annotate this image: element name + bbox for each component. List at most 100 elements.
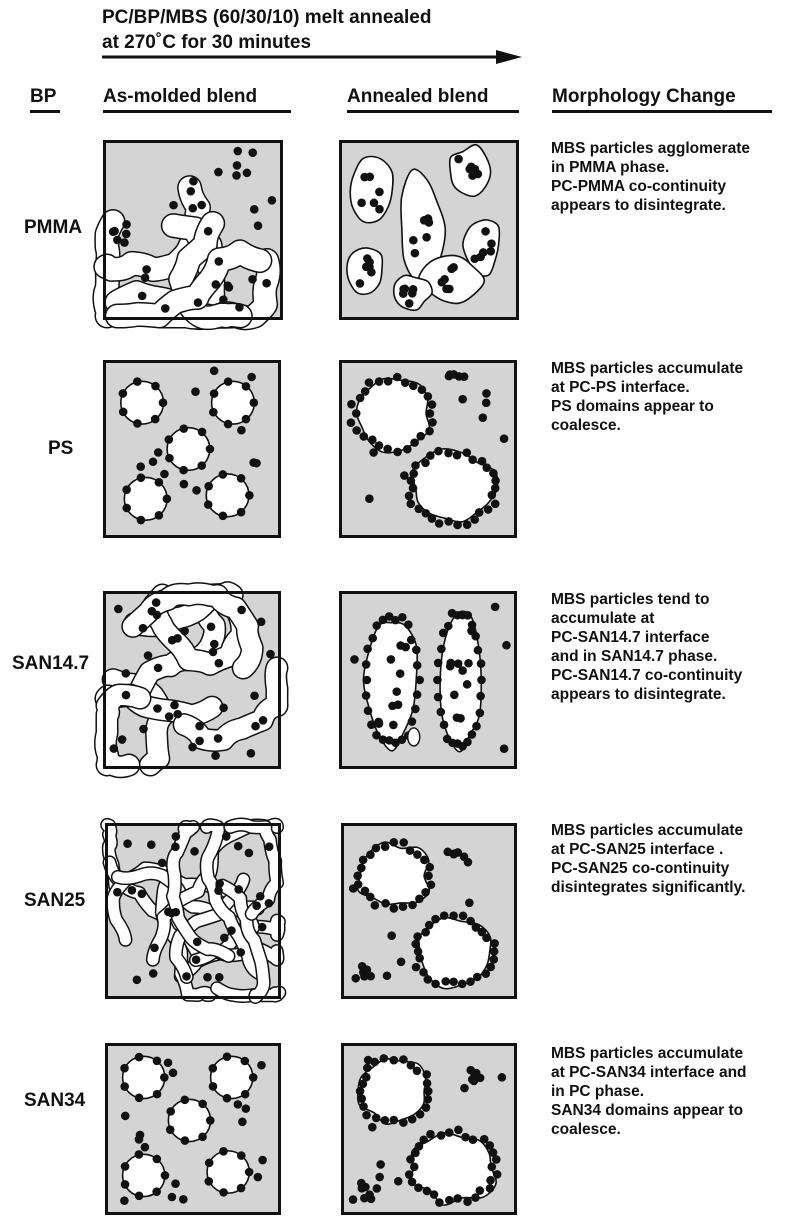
san34-as-molded-diagram [105,1043,281,1215]
mbs-particle-icon [475,508,484,517]
mbs-particle-icon [211,751,220,760]
mbs-particle-icon [459,912,468,921]
mbs-particle-icon [365,494,374,503]
mbs-particle-icon [409,236,418,245]
mbs-particle-icon [135,1093,144,1102]
mbs-particle-icon [109,744,118,753]
mbs-particle-icon [237,606,246,615]
mbs-particle-icon [365,1190,374,1199]
mbs-particle-icon [401,643,410,652]
mbs-particle-icon [422,1103,431,1112]
mbs-particle-icon [407,636,416,645]
mbs-particle-icon [434,447,443,456]
mbs-particle-icon [443,848,452,857]
mbs-particle-icon [428,400,437,409]
mbs-particle-icon [192,486,201,495]
mbs-particle-icon [419,1135,428,1144]
mbs-particle-icon [188,743,197,752]
mbs-particle-icon [468,730,477,739]
mbs-particle-icon [364,706,373,715]
description-line: appears to disintegrate. [551,685,797,704]
mbs-particle-icon [236,948,245,957]
mbs-particle-icon [479,413,488,422]
mbs-particle-icon [390,838,399,847]
mbs-particle-icon [405,299,414,308]
mbs-particle-icon [467,162,476,171]
mbs-particle-icon [482,934,491,943]
mbs-particle-icon [161,1171,170,1180]
mbs-particle-icon [367,268,376,277]
mbs-particle-icon [214,168,223,177]
mbs-particle-icon [387,931,396,940]
mbs-particle-icon [362,1111,371,1120]
mbs-particle-icon [119,408,128,417]
mbs-particle-icon [347,400,356,409]
mbs-particle-icon [477,676,486,685]
mbs-particle-icon [370,199,379,208]
mbs-particle-icon [363,676,372,685]
mbs-particle-icon [153,1057,162,1066]
mbs-particle-icon [245,491,254,500]
mbs-particle-icon [249,1073,258,1082]
mbs-particle-icon [248,275,257,284]
description-line: appears to disintegrate. [551,196,797,215]
mbs-particle-icon [133,377,142,386]
mbs-particle-icon [372,844,381,853]
mbs-particle-icon [458,395,467,404]
mbs-particle-icon [486,1184,495,1193]
mbs-particle-icon [247,373,256,382]
mbs-particle-icon [242,1104,251,1113]
mbs-particle-icon [490,939,499,948]
mbs-particle-icon [361,886,370,895]
mbs-particle-icon [482,389,491,398]
mbs-particle-icon [414,505,423,514]
mbs-particle-icon [197,461,206,470]
mbs-particle-icon [166,1125,175,1134]
mbs-particle-icon [450,690,459,699]
mbs-particle-icon [259,716,268,725]
mbs-particle-icon [467,627,476,636]
mbs-particle-icon [210,389,219,398]
pmma-as-molded-diagram [103,140,283,320]
mbs-particle-icon [164,908,173,917]
mbs-particle-icon [463,680,472,689]
mbs-particle-icon [460,1084,469,1093]
mbs-particle-icon [248,148,257,157]
description-line: PC-PMMA co-continuity [551,177,797,196]
bp-label-san34: SAN34 [24,1090,85,1112]
mbs-particle-icon [408,717,417,726]
mbs-particle-icon [440,275,449,284]
mbs-particle-icon [224,420,233,429]
mbs-particle-icon [449,911,458,920]
mbs-particle-icon [426,1130,435,1139]
mbs-particle-icon [153,1155,162,1164]
mbs-particle-icon [454,1126,463,1135]
annealing-arrow-icon [0,0,797,70]
mbs-particle-icon [207,622,216,631]
mbs-particle-icon [486,247,495,256]
mbs-particle-icon [390,904,399,913]
mbs-particle-icon [453,713,462,722]
mbs-particle-icon [434,693,443,702]
mbs-particle-icon [204,227,213,236]
mbs-particle-icon [179,424,188,433]
mbs-particle-icon [405,492,414,501]
mbs-particle-icon [400,471,409,480]
mbs-particle-icon [358,1184,367,1193]
mbs-particle-icon [368,1123,377,1132]
mbs-particle-icon [359,1102,368,1111]
mbs-particle-icon [237,1184,246,1193]
description-line: and in SAN14.7 phase. [551,647,797,666]
mbs-particle-icon [469,1135,478,1144]
mbs-particle-icon [258,923,267,932]
mbs-particle-icon [139,624,148,633]
mbs-particle-icon [163,495,172,504]
mbs-particle-icon [362,1073,371,1082]
mbs-particle-icon [471,1193,480,1202]
mbs-particle-icon [411,461,420,470]
mbs-particle-icon [371,901,380,910]
mbs-particle-icon [128,886,137,895]
column-header-morphology: Morphology Change [552,86,736,108]
column-header-bp: BP [30,86,56,108]
mbs-particle-icon [142,265,151,274]
